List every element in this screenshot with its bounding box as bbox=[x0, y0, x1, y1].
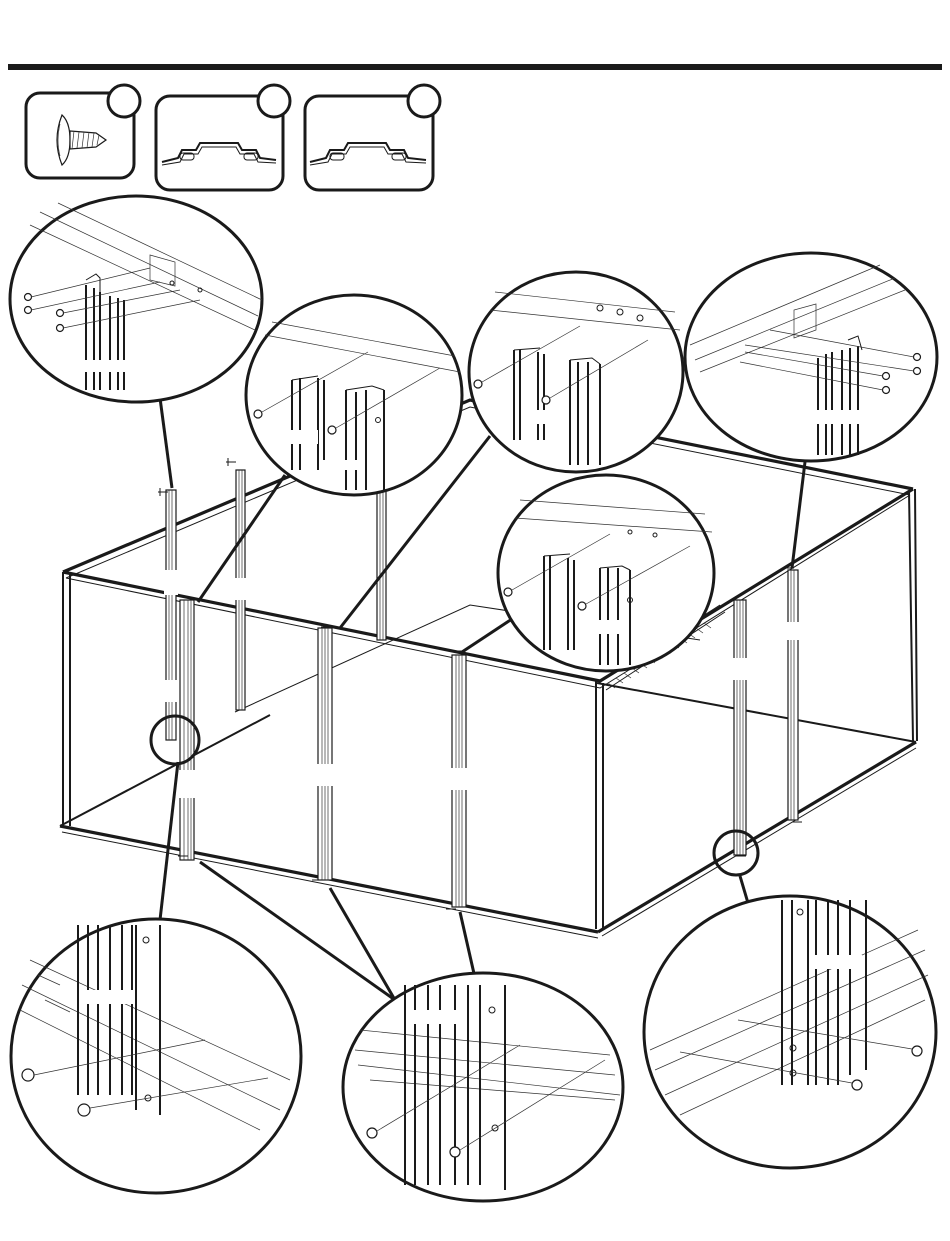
part-box-screw bbox=[26, 85, 140, 178]
base-rail-back-left bbox=[60, 715, 270, 826]
screw-icon bbox=[852, 1080, 862, 1090]
post-right-1 bbox=[732, 600, 748, 855]
corner-post-left bbox=[63, 572, 70, 826]
post-front-1 bbox=[316, 628, 334, 880]
corner-post-right bbox=[909, 489, 917, 741]
detail-bottom-center bbox=[343, 973, 623, 1201]
post-left-back bbox=[164, 490, 178, 740]
screw-icon bbox=[78, 1104, 90, 1116]
screw-icon bbox=[254, 410, 262, 418]
leader-top-right bbox=[792, 462, 805, 568]
screw-icon bbox=[367, 1128, 377, 1138]
part-badge-screw bbox=[108, 85, 140, 117]
post-right-2 bbox=[786, 570, 800, 820]
screw-icon bbox=[328, 426, 336, 434]
leader-bottom-center-c bbox=[460, 912, 475, 978]
screw-icon bbox=[504, 588, 512, 596]
detail-middle-right bbox=[498, 475, 714, 671]
screw-icon bbox=[22, 1069, 34, 1081]
post-front-2 bbox=[450, 655, 468, 907]
channel-profile-icon bbox=[162, 143, 276, 165]
screw-icon bbox=[912, 1046, 922, 1056]
detail-top-center-left bbox=[246, 295, 462, 495]
self-tapping-screw-icon bbox=[57, 115, 106, 165]
screw-icon bbox=[914, 368, 921, 375]
detail-bottom-right bbox=[644, 896, 936, 1168]
screw-icon bbox=[578, 602, 586, 610]
part-badge-channel-b bbox=[408, 85, 440, 117]
leader-middle-right bbox=[462, 619, 512, 652]
part-box-channel-a bbox=[156, 85, 290, 190]
part-badge-channel-a bbox=[258, 85, 290, 117]
screw-icon bbox=[450, 1147, 460, 1157]
leader-bottom-left bbox=[160, 762, 178, 920]
part-box-channel-b bbox=[305, 85, 440, 190]
leader-top-left bbox=[160, 398, 172, 488]
screw-icon bbox=[474, 380, 482, 388]
detail-top-center-right bbox=[469, 272, 683, 472]
base-rail-back-right bbox=[597, 683, 916, 742]
screw-icon bbox=[883, 373, 890, 380]
header-rule bbox=[8, 64, 942, 70]
detail-top-right bbox=[685, 253, 937, 461]
screw-icon bbox=[883, 387, 890, 394]
leader-bottom-center-b bbox=[330, 888, 395, 1000]
post-back-1 bbox=[234, 470, 247, 710]
screw-icon bbox=[914, 354, 921, 361]
post-left-front bbox=[178, 600, 196, 860]
channel-profile-icon bbox=[310, 143, 426, 165]
screw-icon bbox=[542, 396, 550, 404]
leader-bottom-right bbox=[740, 876, 748, 903]
detail-top-left bbox=[10, 196, 262, 402]
corner-post-front bbox=[596, 681, 603, 929]
detail-bottom-left bbox=[11, 919, 301, 1193]
frame-screw-marks bbox=[158, 458, 802, 909]
